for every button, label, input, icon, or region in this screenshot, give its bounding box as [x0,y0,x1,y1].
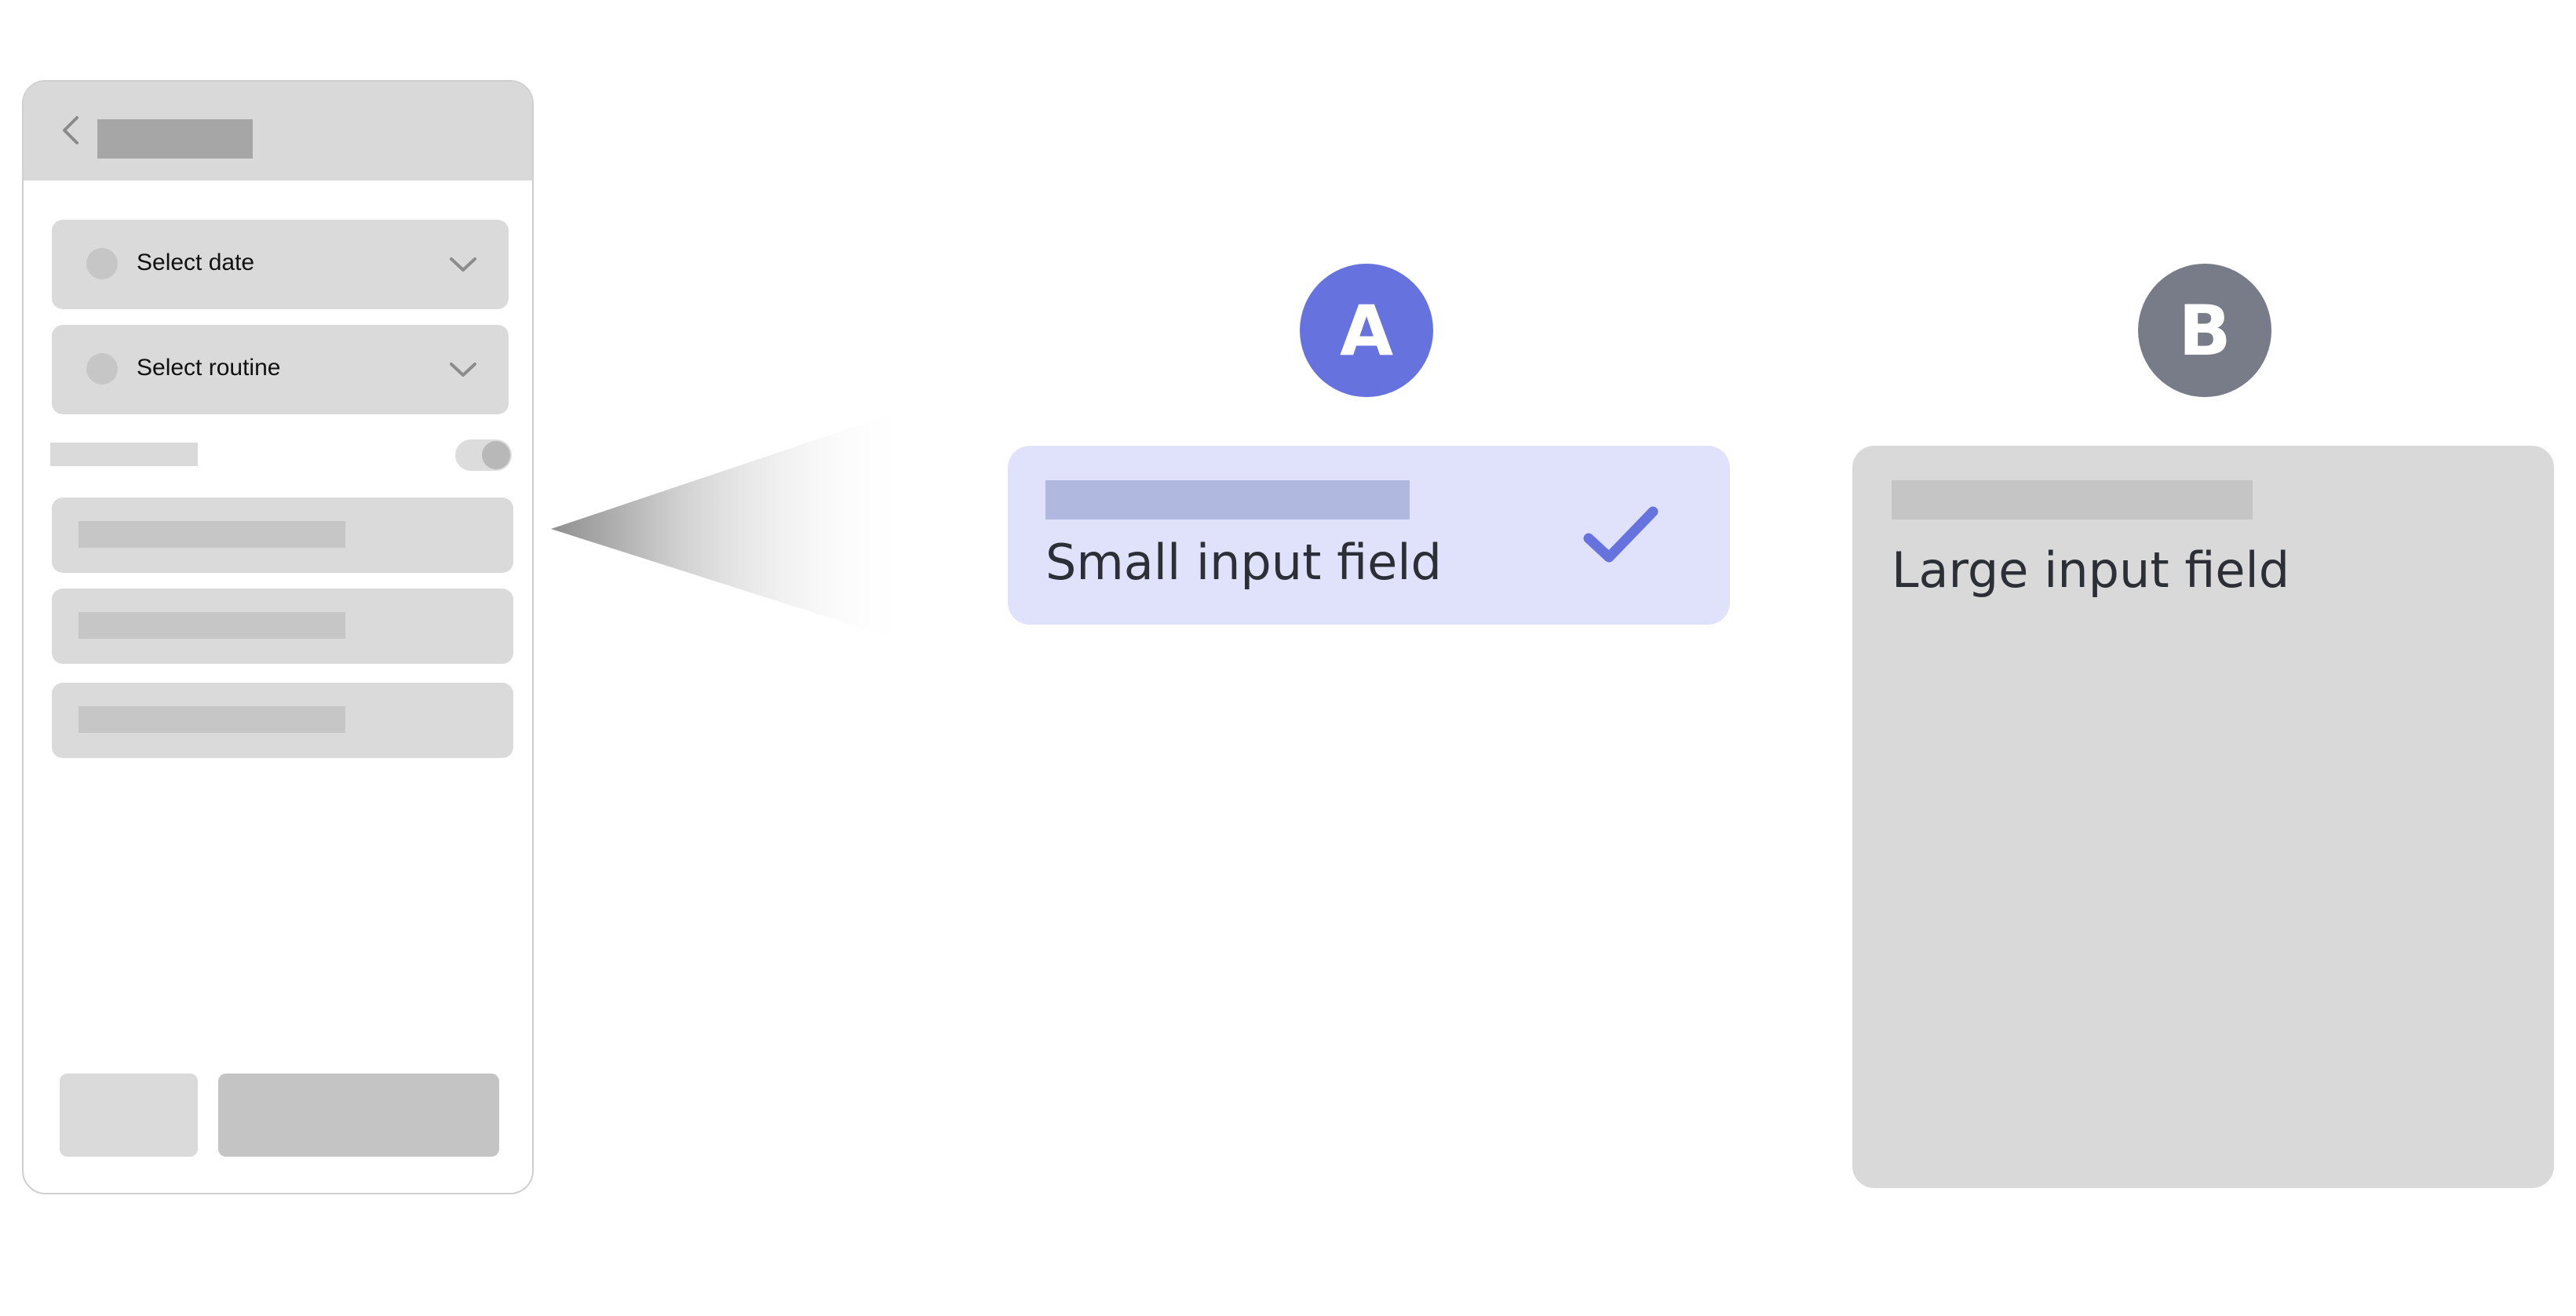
list-item-placeholder [78,706,345,733]
list-item[interactable] [52,683,513,758]
secondary-button[interactable] [60,1074,198,1157]
header-title-placeholder [97,119,253,159]
select-routine-dropdown[interactable]: Select routine [52,325,509,414]
chevron-left-icon[interactable] [57,115,88,146]
zoom-callout-wedge [551,408,910,643]
field-label-placeholder [1892,480,2253,519]
list-item[interactable] [52,589,513,664]
option-b-badge: B [2138,264,2271,397]
phone-header [24,82,532,180]
field-text: Small input field [1045,534,1442,591]
list-item-placeholder [78,521,345,548]
check-icon [1583,506,1658,563]
phone-wireframe: Select date Select routine [22,80,534,1194]
radio-dot [86,248,118,279]
small-input-field-card[interactable]: Small input field [1008,446,1730,625]
toggle-knob [482,441,510,469]
list-item-placeholder [78,612,345,639]
primary-button[interactable] [218,1074,499,1157]
toggle-label-placeholder [50,443,198,466]
radio-dot [86,353,118,385]
large-input-field-card[interactable]: Large input field [1852,446,2554,1188]
field-label-placeholder [1045,480,1410,519]
toggle-switch[interactable] [455,439,512,471]
option-a-badge: A [1300,264,1433,397]
select-date-dropdown[interactable]: Select date [52,220,509,309]
list-item[interactable] [52,498,513,573]
dropdown-label: Select routine [137,355,281,381]
dropdown-label: Select date [137,250,255,275]
chevron-down-icon [450,257,476,272]
field-text: Large input field [1892,541,2290,599]
chevron-down-icon [450,363,476,377]
